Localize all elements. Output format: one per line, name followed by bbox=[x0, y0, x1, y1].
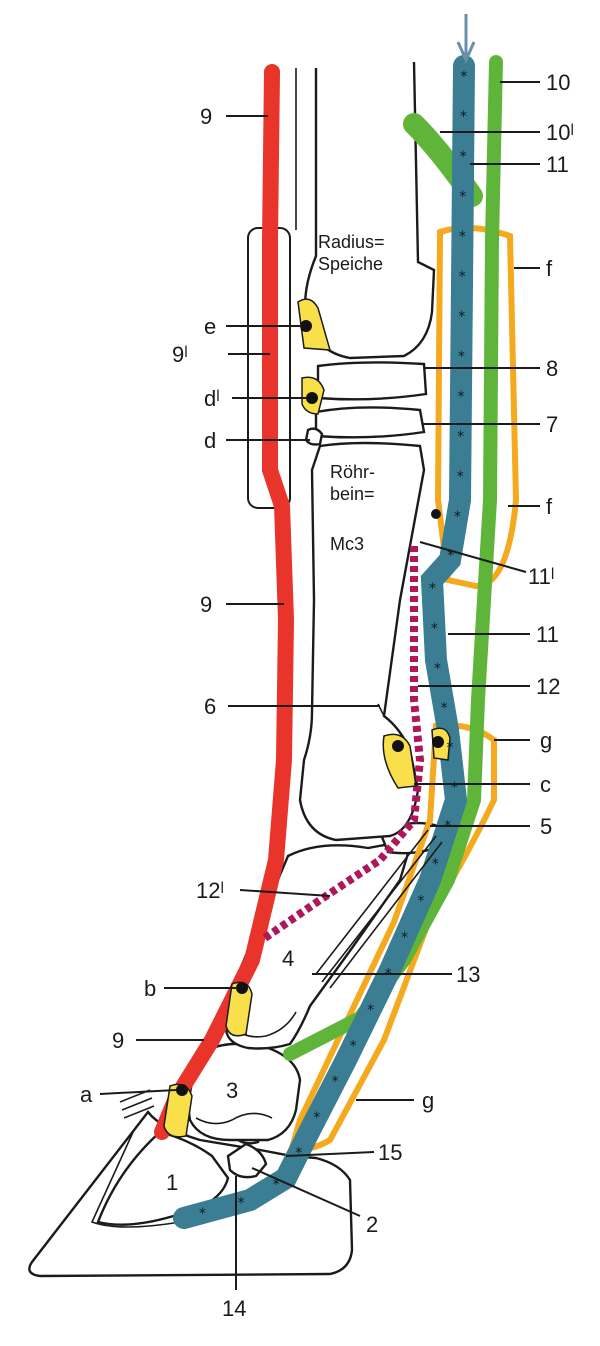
mc3-label: Mc3 bbox=[330, 534, 364, 554]
label-9-mid: 9 bbox=[200, 592, 212, 617]
label-4: 4 bbox=[282, 946, 294, 971]
label-10: 10 bbox=[546, 70, 570, 95]
label-5: 5 bbox=[540, 814, 552, 839]
label-12prime: 12ˡ bbox=[196, 878, 224, 903]
label-dprime: dˡ bbox=[204, 386, 220, 411]
label-9prime: 9ˡ bbox=[172, 342, 188, 367]
label-15: 15 bbox=[378, 1140, 402, 1165]
asterisk-mark: * bbox=[441, 700, 448, 716]
label-d: d bbox=[204, 428, 216, 453]
asterisk-mark: * bbox=[199, 1206, 206, 1222]
tendon-11-blue bbox=[173, 55, 475, 1229]
asterisk-mark: * bbox=[434, 661, 441, 677]
asterisk-mark: * bbox=[429, 581, 436, 597]
artery-9 bbox=[154, 64, 295, 1140]
navicular-bone-2 bbox=[226, 1142, 268, 1179]
carpal-accessory-d bbox=[304, 427, 324, 446]
asterisk-mark: * bbox=[451, 780, 458, 796]
label-9-low: 9 bbox=[112, 1028, 124, 1053]
leader-a bbox=[99, 1089, 177, 1095]
bursa-e bbox=[297, 298, 332, 351]
label-e: e bbox=[204, 314, 216, 339]
asterisk-mark: * bbox=[273, 1177, 280, 1193]
asterisk-mark: * bbox=[401, 930, 408, 946]
roehrbein-label-1: Röhr- bbox=[330, 462, 375, 482]
bursa-a bbox=[163, 1083, 193, 1138]
label-10prime: 10ˡ bbox=[546, 120, 574, 145]
leader-12prime bbox=[239, 889, 331, 897]
asterisk-mark: * bbox=[459, 229, 466, 245]
asterisk-mark: * bbox=[367, 1003, 374, 1019]
asterisk-mark: * bbox=[313, 1110, 320, 1126]
label-11prime: 11ˡ bbox=[528, 564, 554, 589]
label-13: 13 bbox=[456, 962, 480, 987]
label-b: b bbox=[144, 976, 156, 1001]
leader-11prime bbox=[419, 541, 527, 573]
asterisk-mark: * bbox=[459, 269, 466, 285]
label-3: 3 bbox=[226, 1078, 238, 1103]
bursa-dprime bbox=[301, 376, 325, 415]
asterisk-mark: * bbox=[460, 149, 467, 165]
asterisk-mark: * bbox=[458, 309, 465, 325]
radius-label-1: Radius= bbox=[318, 232, 385, 252]
bursa-f-dot bbox=[431, 509, 441, 519]
arrow-down-icon bbox=[456, 14, 476, 64]
asterisk-mark: * bbox=[457, 469, 464, 485]
leader-2 bbox=[251, 1167, 361, 1217]
label-2: 2 bbox=[366, 1212, 378, 1237]
label-c: c bbox=[540, 772, 551, 797]
label-14: 14 bbox=[222, 1296, 246, 1321]
label-8: 8 bbox=[546, 356, 558, 381]
asterisk-mark: * bbox=[459, 189, 466, 205]
bursa-b bbox=[225, 981, 253, 1037]
label-7: 7 bbox=[546, 412, 558, 437]
asterisk-mark: * bbox=[295, 1146, 302, 1162]
short-pastern-joint bbox=[195, 1112, 273, 1125]
flexor-lines-13 bbox=[315, 829, 443, 989]
asterisk-mark: * bbox=[238, 1195, 245, 1211]
asterisk-mark: * bbox=[458, 349, 465, 365]
label-11-top: 11 bbox=[546, 152, 569, 177]
label-11-mid: 11 bbox=[536, 622, 559, 647]
asterisk-mark: * bbox=[457, 429, 464, 445]
asterisk-mark: * bbox=[350, 1039, 357, 1055]
radius-bone bbox=[303, 61, 436, 360]
asterisk-mark: * bbox=[460, 109, 467, 125]
label-1: 1 bbox=[166, 1170, 178, 1195]
label-9-top: 9 bbox=[200, 104, 212, 129]
asterisk-mark: * bbox=[432, 856, 439, 872]
radius-label-2: Speiche bbox=[318, 254, 383, 274]
label-f-top: f bbox=[546, 256, 553, 281]
carpal-row-8 bbox=[316, 361, 428, 401]
label-g-low: g bbox=[422, 1088, 434, 1113]
ligament-12-magenta bbox=[259, 546, 425, 944]
bursa-g-dot bbox=[431, 727, 451, 761]
asterisk-mark: * bbox=[460, 69, 467, 85]
asterisk-mark: * bbox=[417, 894, 424, 910]
bursa-c bbox=[382, 733, 417, 789]
label-a: a bbox=[80, 1082, 93, 1107]
asterisk-mark: * bbox=[447, 548, 454, 564]
label-12: 12 bbox=[536, 674, 560, 699]
carpal-row-7 bbox=[314, 406, 426, 439]
leader-15 bbox=[285, 1151, 375, 1157]
asterisk-mark: * bbox=[431, 621, 438, 637]
asterisk-mark: * bbox=[454, 509, 461, 525]
label-f-low: f bbox=[546, 494, 553, 519]
label-g-top: g bbox=[540, 728, 552, 753]
asterisk-mark: * bbox=[457, 389, 464, 405]
asterisk-mark: * bbox=[446, 740, 453, 756]
asterisk-mark: * bbox=[332, 1074, 339, 1090]
label-6: 6 bbox=[204, 694, 216, 719]
roehrbein-label-2: bein= bbox=[330, 484, 375, 504]
